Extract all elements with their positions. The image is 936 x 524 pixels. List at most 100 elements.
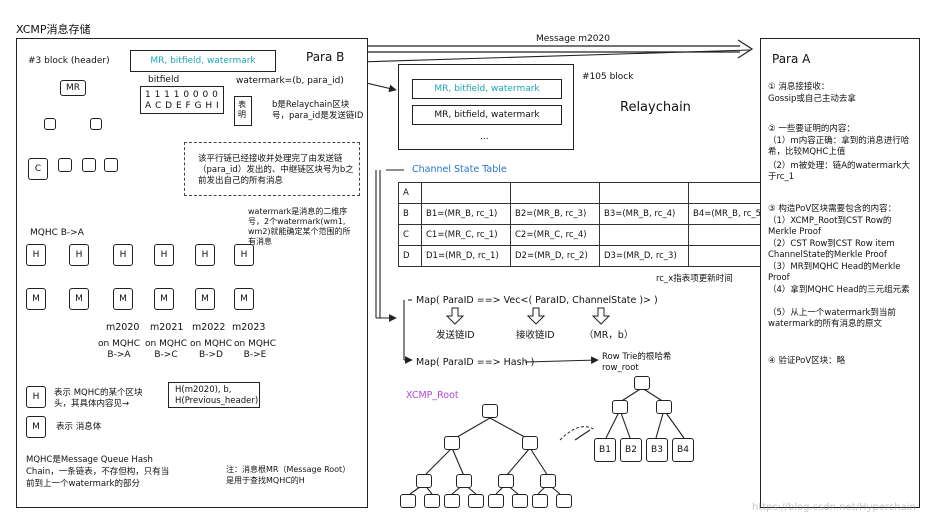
tree-node [58, 158, 72, 172]
para-a-label: Para A [772, 52, 811, 66]
bitfield-bits: 1 1 1 1 0 0 0 0 [145, 90, 219, 100]
tree-node [498, 474, 514, 488]
map1-item: 发送链ID [436, 330, 475, 341]
para-a-frame [760, 38, 920, 508]
row-trie-note: Row Trie的根哈希row_root [602, 352, 672, 373]
cst-cell: D3=(MR_D, rc_3) [599, 245, 689, 267]
relay-ellipsis: ... [480, 132, 489, 142]
bitfield-letters: A C D E F G H I [145, 101, 220, 111]
map2: Map( ParaID ==> Hash ) [416, 357, 535, 368]
mqhc-target: on MQHC B->C [145, 339, 187, 360]
relay-row-2-text: MR, bitfield, watermark [434, 110, 540, 120]
tree-node [44, 118, 56, 130]
h-node: H [154, 244, 174, 266]
tree-node [90, 118, 102, 130]
relaychain-name: Relaychain [620, 100, 691, 115]
para-a-s2-line: （1）m内容正确：拿到的消息进行哈希，比较MQHC上值 [768, 136, 910, 157]
cst-cell: C1=(MR_C, rc_1) [421, 224, 511, 246]
cst-row-key: C [398, 224, 422, 246]
relay-row-2: MR, bitfield, watermark [412, 105, 562, 125]
tree-node [512, 494, 528, 508]
cst-cell [421, 182, 511, 204]
cst-cell: B2=(MR_B, rc_3) [510, 203, 600, 225]
message-label: m2021 [150, 322, 184, 333]
legend-h-text: 表示 MQHC的某个区块头，其具体内容见→ [54, 388, 143, 409]
tree-node [104, 158, 118, 172]
cst-title: Channel State Table [412, 164, 507, 175]
mr-node: MR [60, 80, 86, 96]
cst-cell: B1=(MR_B, rc_1) [421, 203, 511, 225]
diagram-title: XCMP消息存储 [16, 23, 91, 36]
map1-item: （MR，b） [584, 330, 634, 341]
cst-cell [510, 182, 600, 204]
header-block-label: #3 block (header) [28, 56, 110, 66]
mqhc-label: MQHC B->A [30, 228, 84, 238]
watermark-explain: b是Relaychain区块号，para_id是发送链ID [272, 100, 364, 121]
tree-node [444, 436, 460, 450]
legend-m-node: M [26, 416, 46, 438]
mqhc-target: on MQHC B->E [234, 339, 276, 360]
legend-h-content-box: H(m2020), b, H(Previous_header) [168, 382, 260, 408]
mqhc-target: on MQHC B->D [190, 339, 232, 360]
tree-node [656, 400, 672, 414]
cst-row: A [398, 182, 778, 204]
para-a-s1-title: ① 消息接接收： [768, 82, 830, 92]
message-label: m2022 [192, 322, 226, 333]
para-a-s3-title: ③ 构造PoV区块需要包含的内容： [768, 204, 897, 214]
m-node: M [113, 288, 133, 310]
para-a-s3-line: （2）CST Row到CST Row item ChannelState的Mer… [768, 239, 895, 260]
para-a-s4-title: ④ 验证PoV区块：略 [768, 356, 846, 366]
para-a-s3-line: （3）MR到MQHC Head的Merkle Proof [768, 262, 901, 283]
bitfield-box: 1 1 1 1 0 0 0 0 A C D E F G H I [140, 86, 224, 114]
cst-cell: B3=(MR_B, rc_4) [599, 203, 689, 225]
m-node: M [154, 288, 174, 310]
h-node: H [26, 244, 46, 266]
tree-node [82, 158, 96, 172]
relay-row-1: MR, bitfield, watermark [412, 79, 562, 99]
map1-item: 接收链ID [516, 330, 555, 341]
legend-h-content: H(m2020), b, H(Previous_header) [175, 385, 259, 406]
cst-cell: C2=(MR_C, rc_4) [510, 224, 600, 246]
tree-node [468, 494, 484, 508]
watermark-2d-note: watermark是消息的二维序号，2个watermark(wm1, wm2)就… [248, 207, 351, 246]
m-node: M [195, 288, 215, 310]
tree-node [532, 494, 548, 508]
cst-cell: D2=(MR_D, rc_2) [510, 245, 600, 267]
relay-block-label: #105 block [582, 72, 634, 82]
h-node: H [195, 244, 215, 266]
watermark-arrow-box [234, 96, 252, 126]
bitfield-label: bitfield [148, 75, 180, 85]
tree-node [456, 474, 472, 488]
message-arrow-label: Message m2020 [536, 34, 610, 44]
para-a-s3-line: （5）从上一个watermark到当前watermark的所有消息的原文 [768, 308, 896, 329]
leaf-node: B3 [646, 438, 668, 462]
para-a-s2-line: （2）m被处理：链A的watermark大于rc_1 [768, 161, 910, 182]
m-node: M [69, 288, 89, 310]
tree-node [488, 494, 504, 508]
legend-h-node: H [26, 386, 46, 408]
tree-node [612, 400, 628, 414]
cst-row-key: B [398, 203, 422, 225]
relay-row-1-text: MR, bitfield, watermark [434, 84, 540, 94]
h-node: H [69, 244, 89, 266]
xcmp-root-label: XCMP_Root [406, 390, 459, 401]
tree-node [416, 474, 432, 488]
message-label: m2020 [106, 322, 140, 333]
leaf-node: B1 [594, 438, 616, 462]
tree-node [522, 436, 538, 450]
legend-m-text: 表示 消息体 [56, 422, 102, 432]
leaf-node: B2 [620, 438, 642, 462]
rc-note: rc_x指表项更新时间 [656, 274, 733, 284]
watermark-arrow-label: 表明 [238, 100, 246, 119]
cst-row-key: D [398, 245, 422, 267]
mqhc-definition: MQHC是Message Queue Hash Chain，一条链表，不存但构，… [26, 455, 170, 489]
m-node: M [234, 288, 254, 310]
tree-node [556, 494, 572, 508]
header-fields: MR, bitfield, watermark [150, 56, 256, 66]
tree-node [424, 494, 440, 508]
para-a-s3-line: （1）XCMP_Root到CST Row的Merkle Proof [768, 216, 892, 237]
para-b-frame [16, 38, 368, 508]
